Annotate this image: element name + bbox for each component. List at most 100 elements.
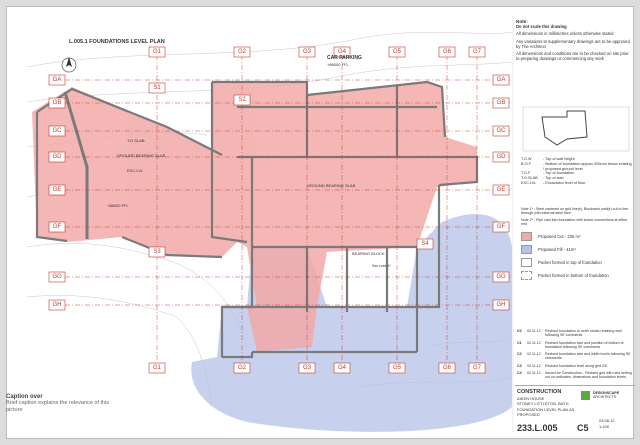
- legend-swatch: [521, 232, 532, 242]
- abbreviations: T.O.W- Top of wall height B.O.F- Bottom …: [521, 157, 633, 186]
- client-name: AIKEN HOUSE: [517, 396, 545, 401]
- ffl-label: +88000 FFL: [107, 203, 129, 208]
- grid-column-bubbles-bottom: G1 G2 G3 G4 G5 G6 G7: [148, 362, 486, 374]
- grid-label: GA: [497, 77, 506, 83]
- grid-label: G2: [238, 49, 247, 55]
- grid-label: G3: [303, 365, 312, 371]
- grid-label: G1: [153, 49, 162, 55]
- grid-label: G5: [393, 365, 402, 371]
- grid-label: G1: [153, 365, 162, 371]
- grid-bubble-gd-right: GD: [492, 151, 510, 163]
- side-note-1: Note 1* : Steel cantered on grid line(s)…: [521, 207, 629, 216]
- grid-lines: [65, 55, 512, 362]
- grid-label: G6: [443, 365, 452, 371]
- caption-text: Brief caption explains the relevance of …: [6, 400, 110, 413]
- general-notes: Note: Do not scale this drawing All dime…: [516, 19, 632, 61]
- grid-label: GC: [53, 128, 63, 134]
- logo-line-2: ARCHITECTS: [593, 395, 616, 399]
- grid-bubble-gf: GF: [48, 221, 66, 233]
- grid-row-bubbles-left: GA GB GC GD GE GF GG GH: [48, 74, 66, 311]
- bearing-block-label: BEARING BLOCK: [352, 251, 385, 256]
- grid-label: GA: [53, 77, 62, 83]
- proposed-cut-area: [32, 82, 477, 352]
- logo-line-1: DESIGNSCAPE: [593, 391, 620, 395]
- logo-mark-icon: [581, 390, 590, 400]
- plan-title: L.005.1 FOUNDATIONS LEVEL PLAN: [69, 39, 165, 45]
- slab-label: T.O SLAB: [127, 138, 145, 143]
- step-markers: S1 S2 S3 S4: [148, 82, 434, 258]
- grid-label: GC: [497, 128, 507, 134]
- notes-line-4: All dimensions and conditions are to be …: [516, 51, 629, 62]
- foundation-plan: G1 G2 G3 G4 G5 G6 G7 G1 G2 G3 G4 G5 G6 G…: [26, 15, 630, 432]
- grid-label: GH: [497, 302, 506, 308]
- grid-label: G7: [473, 365, 482, 371]
- grid-bubble-gd: GD: [48, 151, 66, 163]
- notes-heading: Note:: [516, 19, 528, 24]
- step-marker-s3: S3: [148, 246, 166, 258]
- grid-row-bubbles-right: GA GB GC GD GE GF GG GH: [492, 74, 510, 311]
- grid-bubble-g1-bottom: G1: [148, 362, 166, 374]
- grid-label: GH: [53, 302, 62, 308]
- grid-label: GD: [53, 154, 63, 160]
- issue-type: CONSTRUCTION: [517, 389, 562, 395]
- grid-label: G5: [393, 49, 402, 55]
- grid-bubble-ga-right: GA: [492, 74, 510, 86]
- grid-bubble-ge-right: GE: [492, 184, 510, 196]
- legend-swatch: [521, 271, 532, 281]
- grid-bubble-g1: G1: [148, 46, 166, 58]
- grid-bubble-g3-bottom: G3: [298, 362, 316, 374]
- abbreviation-row: T.O.W- Top of wall height: [521, 157, 575, 161]
- step-label: S4: [421, 241, 429, 247]
- step-marker-s4: S4: [416, 238, 434, 250]
- grid-bubble-gc-right: GC: [492, 125, 510, 137]
- drawing-name: FOUNDATION LEVEL PLAN AS PROPOSED: [517, 407, 575, 417]
- drawing-number: 233.L.005: [517, 423, 558, 433]
- legend-item-pocket-bottom: Pocket formed in bottom of foundation: [521, 271, 633, 281]
- grid-label: G3: [303, 49, 312, 55]
- grid-bubble-g6: G6: [438, 46, 456, 58]
- grid-bubble-g6-bottom: G6: [438, 362, 456, 374]
- grid-label: G2: [238, 365, 247, 371]
- grid-bubble-gc: GC: [48, 125, 66, 137]
- grid-column-bubbles-top: G1 G2 G3 G4 G5 G6 G7: [148, 46, 486, 58]
- grid-label: GB: [497, 100, 506, 106]
- grid-label: GG: [496, 274, 506, 280]
- project-location: STONEY LITTLETON, BATH: [517, 401, 569, 406]
- step-label: S3: [153, 249, 161, 255]
- grid-bubble-gf-right: GF: [492, 221, 510, 233]
- grid-bubble-g2-bottom: G2: [233, 362, 251, 374]
- step-label: S1: [153, 85, 161, 91]
- stair-note-label: See note 1*: [372, 264, 391, 268]
- notes-line-3: Any variations to supplementary drawings…: [516, 38, 630, 49]
- grid-bubble-g2: G2: [233, 46, 251, 58]
- caption-title: Caption over: [6, 394, 43, 400]
- legend-swatch: [521, 245, 532, 255]
- grid-label: GE: [497, 187, 506, 193]
- legend-item-fill: Proposed Fill - 41m³: [521, 245, 633, 255]
- grid-label: GF: [53, 224, 62, 230]
- raft-slab-label: GROUND BEARING SLAB: [307, 183, 356, 188]
- car-parking-level: +88000 FFL: [327, 62, 349, 67]
- key-plan: [522, 106, 630, 152]
- legend-item-cut: Proposed Cut - 235 m³: [521, 232, 633, 242]
- drawing-revision: C5: [577, 423, 589, 433]
- legend-item-pocket-top: Pocket formed in top of foundation: [521, 258, 633, 268]
- grid-bubble-ge: GE: [48, 184, 66, 196]
- grid-label: GG: [52, 274, 62, 280]
- car-parking-label: CAR PARKING: [327, 55, 362, 61]
- drawing-scale: 1:100: [599, 424, 610, 429]
- side-note-2: Note 2* : Pipe cast into foundation with…: [521, 217, 628, 227]
- grid-bubble-g7-bottom: G7: [468, 362, 486, 374]
- grid-label: G7: [473, 49, 482, 55]
- abbreviation-row: T.O.SLAB- Top of slab: [521, 176, 564, 181]
- drawing-date: 03.08.12: [599, 418, 615, 423]
- notes-line-1: Do not scale this drawing: [516, 24, 567, 30]
- grid-bubble-g7: G7: [468, 46, 486, 58]
